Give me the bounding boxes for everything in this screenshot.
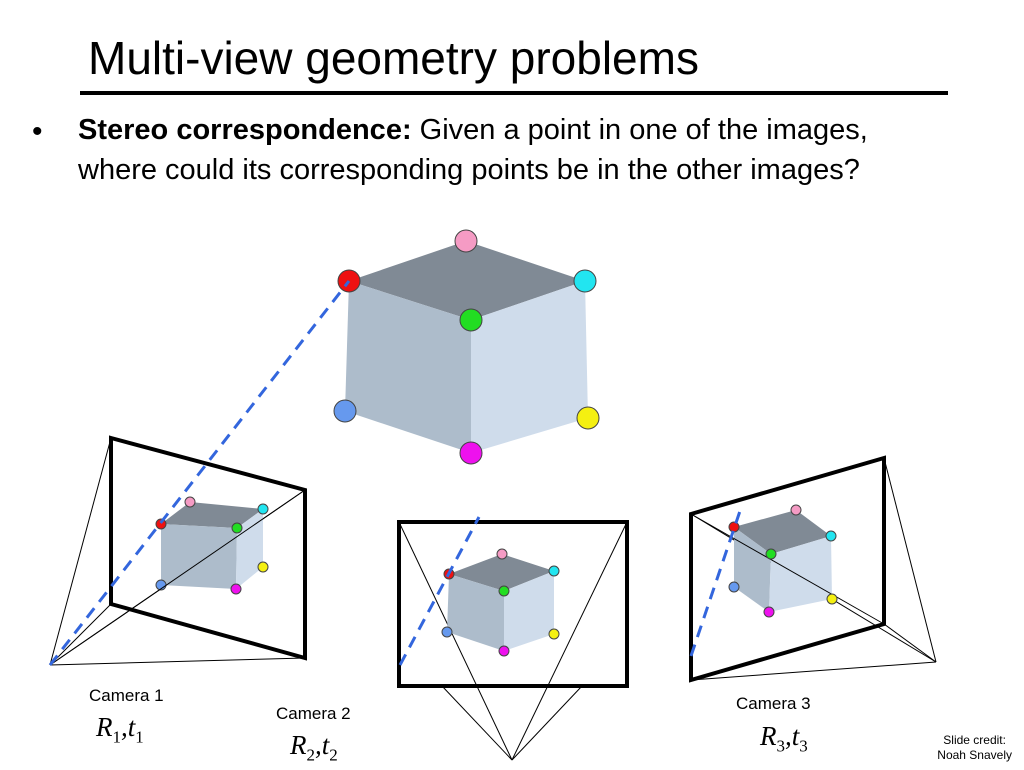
cam3-vertex-cyan [825, 530, 837, 542]
camera-2-params: R2,t2 [290, 730, 338, 765]
camera-1-label: Camera 1 [89, 686, 164, 705]
cam2-vertex-cyan [548, 565, 560, 577]
bullet-icon: • [32, 115, 43, 148]
world-cube [345, 241, 588, 453]
cam3-vertex-yellow [826, 593, 838, 605]
credit-line-2: Noah Snavely [937, 748, 1012, 762]
cam1-vertex-pink [184, 496, 196, 508]
cam3-vertex-blue [728, 581, 740, 593]
camera-2 [397, 520, 629, 761]
cam3-vertex-pink [790, 504, 802, 516]
slide-title: Multi-view geometry problems [88, 32, 699, 84]
vertex-magenta [459, 441, 483, 465]
epipolar-line-camera-3 [689, 507, 743, 657]
cam3-vertex-red [728, 521, 740, 533]
vertex-green [459, 308, 483, 332]
camera-3-label: Camera 3 [736, 694, 811, 713]
camera-1-image-plane [109, 435, 307, 661]
camera-3 [689, 455, 937, 683]
credit-line-1: Slide credit: [943, 733, 1006, 747]
vertex-blue [333, 399, 357, 423]
cube-right-face [471, 281, 588, 453]
bullet-text: Stereo correspondence: Given a point in … [78, 110, 938, 190]
slide-credit: Slide credit: Noah Snavely [937, 733, 1012, 763]
cam3-vertex-magenta [763, 606, 775, 618]
camera-2-label: Camera 2 [276, 704, 351, 723]
camera-1-params: R1,t1 [96, 712, 144, 747]
cam1-vertex-cyan [257, 503, 269, 515]
cube-left-face [345, 281, 471, 453]
epipolar-line-camera-2 [398, 516, 481, 666]
cube-top-face [349, 241, 585, 320]
title-underline [80, 91, 948, 95]
cam2-vertex-magenta [498, 645, 510, 657]
bullet-label: Stereo correspondence: [78, 114, 412, 146]
bullet-body: Given a point in one of the images, wher… [78, 114, 868, 186]
cam2-vertex-yellow [548, 628, 560, 640]
cam1-vertex-magenta [230, 583, 242, 595]
camera-1 [49, 435, 307, 666]
ray-camera-1 [48, 280, 351, 666]
camera-2-image-plane [397, 520, 629, 688]
cam1-vertex-yellow [257, 561, 269, 573]
vertex-cyan [573, 269, 597, 293]
cam2-vertex-pink [496, 548, 508, 560]
vertex-red [337, 269, 361, 293]
cam2-vertex-green [498, 585, 510, 597]
cam3-vertex-green [765, 548, 777, 560]
vertex-pink [454, 229, 478, 253]
cam1-vertex-green [231, 522, 243, 534]
camera-3-params: R3,t3 [760, 721, 808, 756]
vertex-yellow [576, 406, 600, 430]
cam2-vertex-blue [441, 626, 453, 638]
